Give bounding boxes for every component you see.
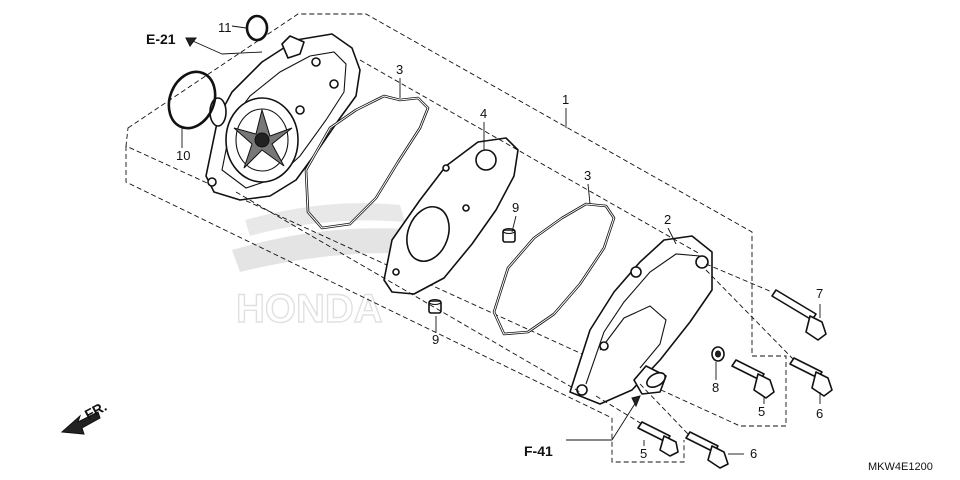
water-pump-cover-2	[569, 235, 713, 405]
bolt-5-upper	[731, 359, 775, 399]
o-ring-10	[167, 70, 217, 130]
impeller	[233, 108, 293, 169]
callout-8: 8	[712, 380, 719, 395]
reference-f41: F-41	[524, 395, 641, 459]
honda-watermark: HONDA	[232, 203, 430, 332]
callout-2: 2	[664, 212, 671, 227]
water-pump-body	[205, 33, 361, 201]
leader-lines	[181, 25, 821, 455]
front-arrow-icon	[60, 411, 101, 435]
dowel-pin-9-lower	[428, 298, 442, 314]
callout-5-upper: 5	[758, 404, 765, 419]
reference-e21-label: E-21	[146, 31, 176, 47]
callout-7: 7	[816, 286, 823, 301]
bolt-5-lower	[637, 421, 679, 457]
callout-10: 10	[176, 148, 190, 163]
callout-9-upper: 9	[512, 200, 519, 215]
gasket-3-upper	[304, 94, 430, 230]
dowel-pin-9-upper	[502, 227, 516, 243]
bolt-6-upper	[789, 357, 833, 397]
callout-3-upper: 3	[396, 62, 403, 77]
callout-3-lower: 3	[584, 168, 591, 183]
callout-6-lower: 6	[750, 446, 757, 461]
washer-8	[711, 346, 725, 362]
svg-text:HONDA: HONDA	[236, 287, 383, 331]
reference-e21: E-21	[146, 31, 263, 55]
separator-plate-4	[383, 137, 519, 295]
diagram-code: MKW4E1200	[868, 461, 933, 473]
callout-1: 1	[562, 92, 569, 107]
o-ring-11	[245, 14, 269, 42]
front-direction-indicator: FR.	[60, 398, 109, 435]
callout-11: 11	[218, 20, 232, 35]
callout-5-lower: 5	[640, 446, 647, 461]
bolt-6-lower	[685, 431, 729, 469]
callout-6-upper: 6	[816, 406, 823, 421]
gasket-3-lower	[492, 202, 616, 336]
callout-4: 4	[480, 106, 487, 121]
bolt-7	[771, 289, 827, 341]
assembly-boundary	[125, 13, 787, 427]
callout-9-lower: 9	[432, 332, 439, 347]
reference-f41-label: F-41	[524, 443, 553, 459]
assembly-boundary-lower	[125, 146, 685, 463]
